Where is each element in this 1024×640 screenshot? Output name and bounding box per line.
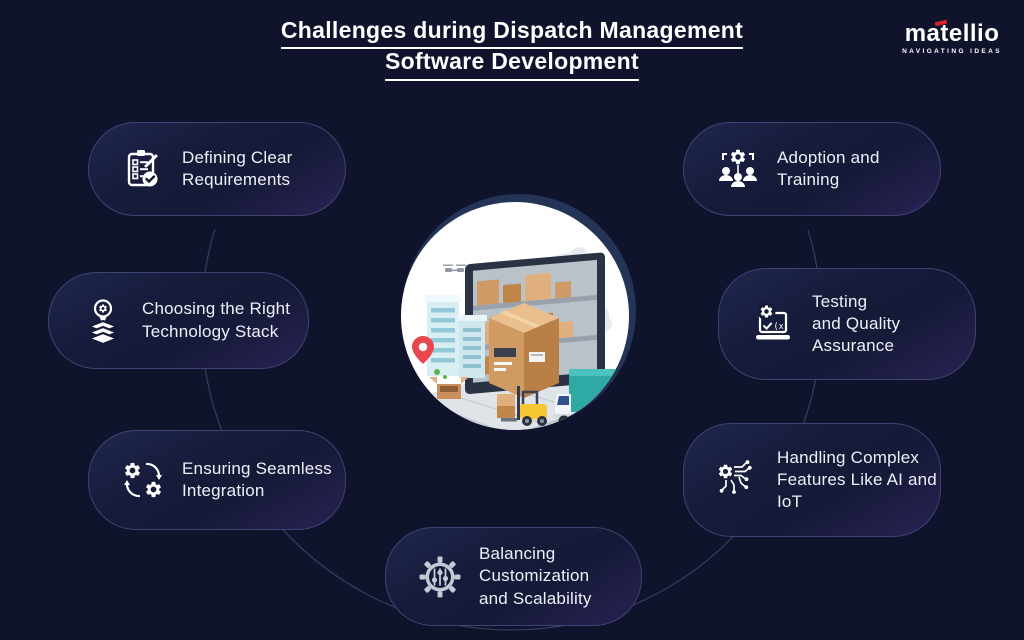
- matellio-logo: matellio NAVIGATING IDEAS: [902, 19, 1002, 55]
- card-adoption-and-training: Adoption and Training: [683, 122, 941, 216]
- drone-icon: [443, 264, 466, 272]
- card-ensuring-seamless-integration: Ensuring Seamless Integration: [88, 430, 346, 530]
- open-box: [429, 377, 469, 399]
- technology-stack-icon: [85, 298, 121, 345]
- card-label: Choosing the Right Technology Stack: [142, 299, 291, 341]
- location-pin-icon: [412, 336, 447, 379]
- dispatch-warehouse-illustration: [412, 247, 625, 430]
- team-training-gear-icon: [719, 149, 757, 187]
- logo-wordmark: matellio: [904, 20, 1000, 47]
- title-line-1: Challenges during Dispatch Management: [280, 17, 744, 50]
- card-choosing-technology-stack: Choosing the Right Technology Stack: [48, 272, 309, 369]
- card-testing-quality-assurance: (x Testing and Quality Assurance: [718, 268, 976, 380]
- card-label: Ensuring Seamless Integration: [182, 458, 332, 500]
- logo-tagline: NAVIGATING IDEAS: [902, 48, 1002, 55]
- laptop-qa-gear-icon: (x: [756, 302, 790, 340]
- forklift: [497, 386, 547, 426]
- parcel-box: [489, 303, 559, 398]
- card-balancing-customization-scalability: Balancing Customization and Scalability: [385, 527, 642, 626]
- clipboard-checklist-icon: [127, 150, 158, 187]
- customization-slider-gear-icon: [419, 556, 461, 597]
- card-label: Handling Complex Features Like AI and Io…: [777, 447, 937, 512]
- title-line-2: Software Development: [385, 49, 639, 81]
- card-label: Defining Clear Requirements: [182, 147, 293, 189]
- card-label: Testing and Quality Assurance: [812, 291, 901, 356]
- card-label: Adoption and Training: [777, 147, 880, 189]
- dispatch-illustration-circle: [401, 202, 629, 430]
- card-label: Balancing Customization and Scalability: [479, 544, 592, 608]
- svg-text:(x: (x: [774, 322, 784, 332]
- card-defining-clear-requirements: Defining Clear Requirements: [88, 122, 346, 216]
- sync-gears-icon: [124, 462, 162, 498]
- ai-circuit-gear-icon: [718, 460, 752, 494]
- page-title: Challenges during Dispatch Management So…: [0, 17, 1024, 81]
- buildings: [425, 295, 487, 378]
- card-handling-complex-features-ai-iot: Handling Complex Features Like AI and Io…: [683, 423, 941, 537]
